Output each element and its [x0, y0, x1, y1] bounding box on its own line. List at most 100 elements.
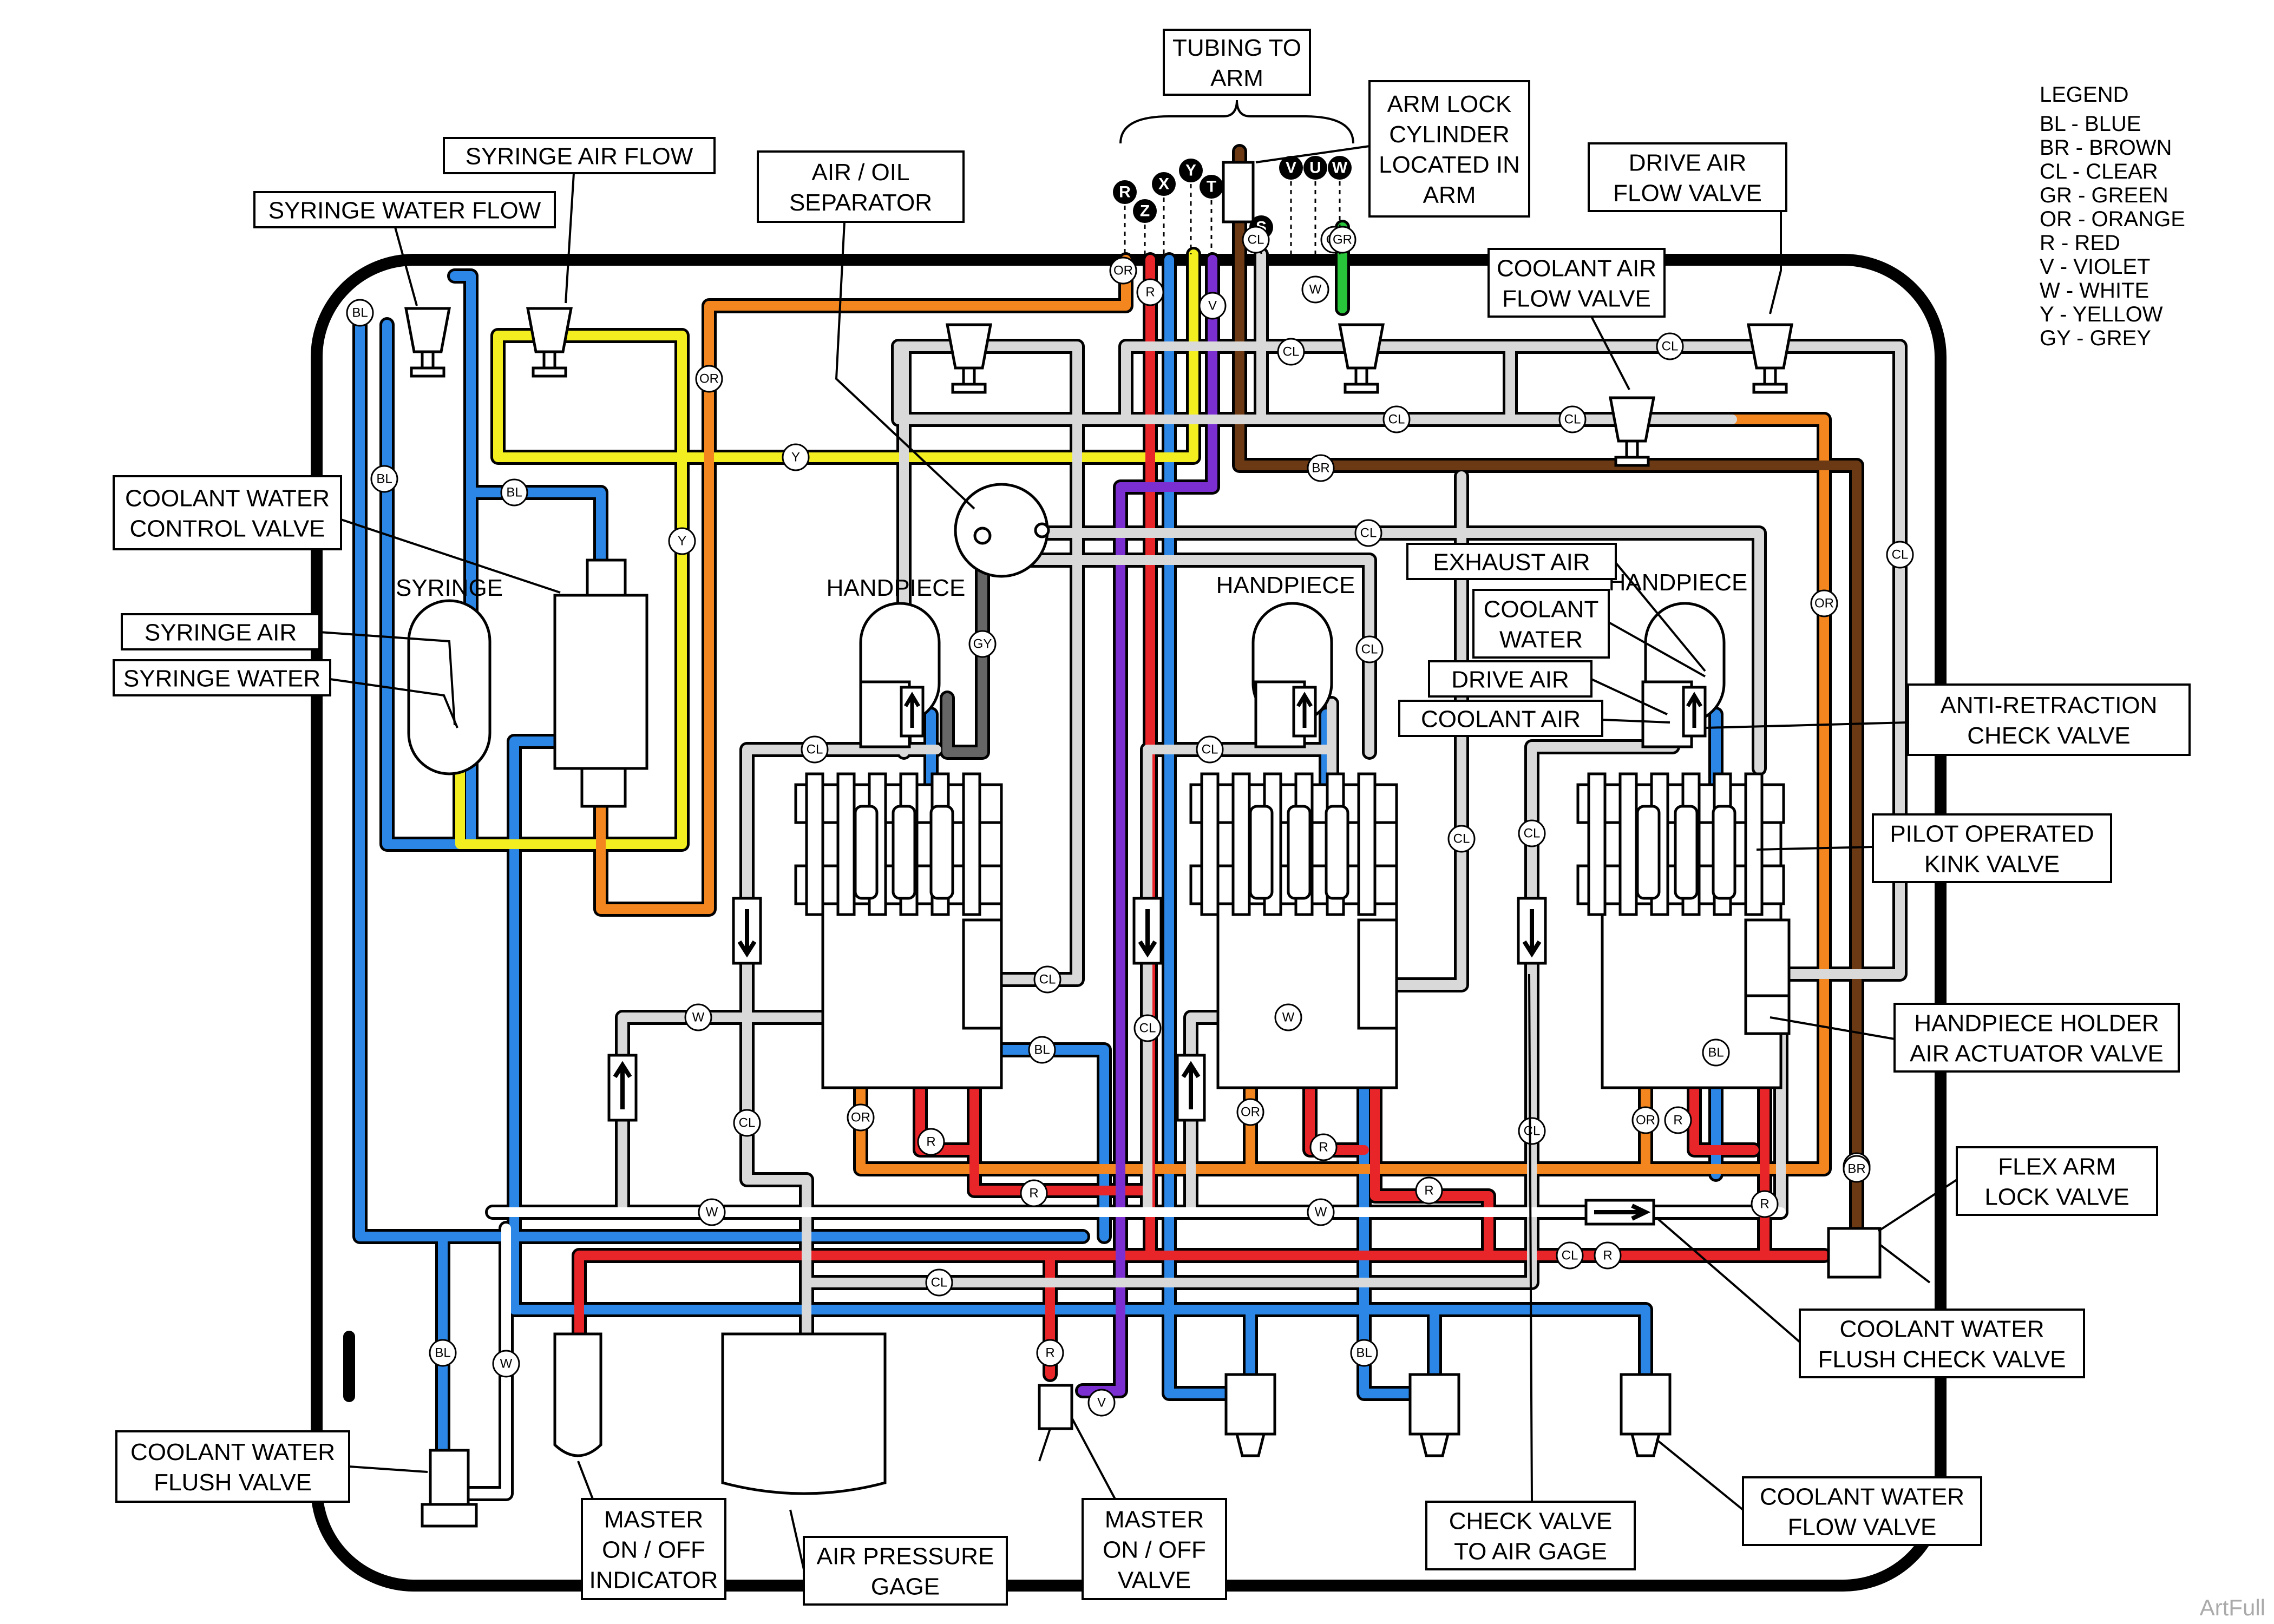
- tube-tag-br: BR: [1307, 454, 1335, 482]
- tube-tag-bl: BL: [1702, 1038, 1730, 1067]
- legend-item: GR - GREEN: [2040, 183, 2168, 207]
- check-valve-1: [732, 897, 762, 965]
- air-oil-separator-label: AIR / OIL SEPARATOR: [757, 150, 975, 510]
- tube-cl: [1143, 745, 1331, 1217]
- svg-text:CL: CL: [807, 742, 823, 757]
- arm-lock-cylinder-label-text: ARM: [1423, 182, 1476, 208]
- tube-tag-cl: CL: [1518, 819, 1546, 847]
- svg-text:CL: CL: [1564, 412, 1581, 427]
- drive-air-label-text: DRIVE AIR: [1451, 667, 1569, 693]
- syringe-air-flow-valve: [526, 307, 573, 378]
- tube-tag-w: W: [1301, 275, 1329, 304]
- air-oil-separator-label-text: SEPARATOR: [789, 189, 932, 216]
- tube-tag-w: W: [1307, 1198, 1335, 1226]
- svg-text:CL: CL: [1524, 826, 1541, 841]
- legend-item: CL - CLEAR: [2040, 160, 2158, 183]
- flex-arm-lock-valve-label-text: LOCK VALVE: [1984, 1184, 2129, 1211]
- tube-tag-w: W: [492, 1350, 520, 1378]
- svg-text:CL: CL: [739, 1116, 756, 1130]
- svg-text:OR: OR: [1113, 264, 1133, 278]
- tube-tag-cl: CL: [1558, 405, 1587, 433]
- tubing-to-arm-label-text: TUBING TO: [1172, 35, 1301, 61]
- watermark: ArtFull: [2200, 1595, 2265, 1620]
- svg-text:R: R: [1424, 1184, 1433, 1198]
- air-pressure-gage-label-text: GAGE: [871, 1574, 940, 1600]
- pilot-operated-kink-valve-2: [1189, 680, 1398, 1030]
- coolant-water-flow-valve-3: [1620, 1373, 1672, 1457]
- syringe-water-label: SYRINGE WATER: [113, 659, 458, 728]
- legend-item: R - RED: [2040, 231, 2120, 255]
- tube-bl: [466, 331, 606, 565]
- coolant-water-label-text: COOLANT: [1484, 596, 1599, 623]
- arm-tube-marker-t: T: [1200, 175, 1223, 254]
- tube-tag-cl: CL: [1886, 541, 1914, 569]
- tube-tag-cl: CL: [1355, 635, 1384, 663]
- coolant-air-label-text: COOLANT AIR: [1421, 706, 1581, 733]
- svg-text:OR: OR: [1636, 1113, 1655, 1128]
- tube-tag-cl: CL: [1656, 332, 1684, 360]
- master-on-off-valve-label-text: VALVE: [1118, 1567, 1191, 1594]
- tube-tag-v: V: [1087, 1389, 1116, 1417]
- svg-text:BL: BL: [1034, 1043, 1050, 1057]
- arm-tube-marker-x: X: [1152, 172, 1176, 254]
- tube-bl: [509, 737, 1650, 1379]
- coolant-air-flow-valve-label-text: FLOW VALVE: [1502, 286, 1651, 312]
- tube-rd: [574, 1251, 1155, 1342]
- svg-text:CL: CL: [1360, 526, 1377, 541]
- air-oil-separator-label-text: AIR / OIL: [812, 159, 910, 186]
- arm-tube-marker-v: V: [1279, 156, 1303, 254]
- svg-text:CL: CL: [1202, 742, 1218, 757]
- svg-text:OR: OR: [1814, 596, 1834, 611]
- drive-air-flow-valve-label-text: FLOW VALVE: [1613, 180, 1762, 207]
- tube-tag-cl: CL: [1133, 1014, 1162, 1042]
- syringe-text: SYRINGE: [396, 575, 503, 601]
- svg-text:CL: CL: [1892, 548, 1909, 562]
- tube-outline: [572, 1248, 1158, 1344]
- tube-cl: [894, 341, 1737, 424]
- syringe-air-label-text: SYRINGE AIR: [145, 620, 297, 646]
- svg-text:CL: CL: [1453, 832, 1470, 846]
- master-on-off-valve: [1038, 1384, 1073, 1462]
- coolant-water-flush-valve-label-text: COOLANT WATER: [130, 1439, 335, 1465]
- tube-cl: [997, 555, 1374, 757]
- tube-tag-gr: GR: [1328, 226, 1356, 254]
- handpiece-holder-air-actuator-valve-label-text: AIR ACTUATOR VALVE: [1910, 1041, 2164, 1067]
- anti-retraction-check-valve-1: [900, 686, 925, 738]
- handpiece-holder-air-actuator-valve-label-text: HANDPIECE HOLDER: [1914, 1010, 2159, 1037]
- tube-tag-r: R: [1415, 1176, 1443, 1205]
- legend-title: LEGEND: [2040, 83, 2129, 107]
- svg-text:CL: CL: [1524, 1124, 1541, 1139]
- air-pressure-gage: [721, 1332, 887, 1495]
- arm-tube-letter: Z: [1140, 202, 1150, 220]
- syringe-water-label-text: SYRINGE WATER: [123, 666, 320, 692]
- svg-text:CL: CL: [1139, 1021, 1156, 1036]
- legend-item: Y - YELLOW: [2040, 303, 2163, 326]
- tube-tag-r: R: [1309, 1133, 1338, 1161]
- coolant-water-control-valve-label-text: CONTROL VALVE: [129, 516, 325, 542]
- tube-tag-bl: BL: [370, 465, 398, 493]
- tube-tag-r: R: [1664, 1106, 1692, 1134]
- coolant-water-flush-check-valve-label-text: FLUSH CHECK VALVE: [1818, 1346, 2066, 1373]
- tube-color-tags: RZXYTSVUWBLBLBLBLBLBLBLYYORORORORORORORR…: [346, 156, 1914, 1417]
- svg-text:R: R: [1760, 1197, 1769, 1212]
- syringe-air-label: SYRINGE AIR: [121, 613, 456, 726]
- tube-tag-w: W: [684, 1003, 712, 1031]
- svg-text:BR: BR: [1847, 1162, 1865, 1176]
- tube-tag-v: V: [1198, 292, 1227, 320]
- tube-tag-or: OR: [1631, 1106, 1660, 1134]
- anti-retraction-check-valve-label-text: ANTI-RETRACTION: [1941, 692, 2158, 719]
- svg-text:R: R: [1045, 1346, 1054, 1360]
- arm-tube-letter: W: [1332, 159, 1348, 177]
- legend: LEGEND BL - BLUE BR - BROWN CL - CLEAR G…: [2040, 83, 2185, 350]
- arm-tube-marker-r: R: [1113, 180, 1137, 254]
- check-valve-4: [1176, 1054, 1206, 1122]
- tube-tag-or: OR: [695, 365, 723, 393]
- svg-text:Y: Y: [678, 534, 686, 549]
- syringe-water-flow-valve: [404, 307, 451, 378]
